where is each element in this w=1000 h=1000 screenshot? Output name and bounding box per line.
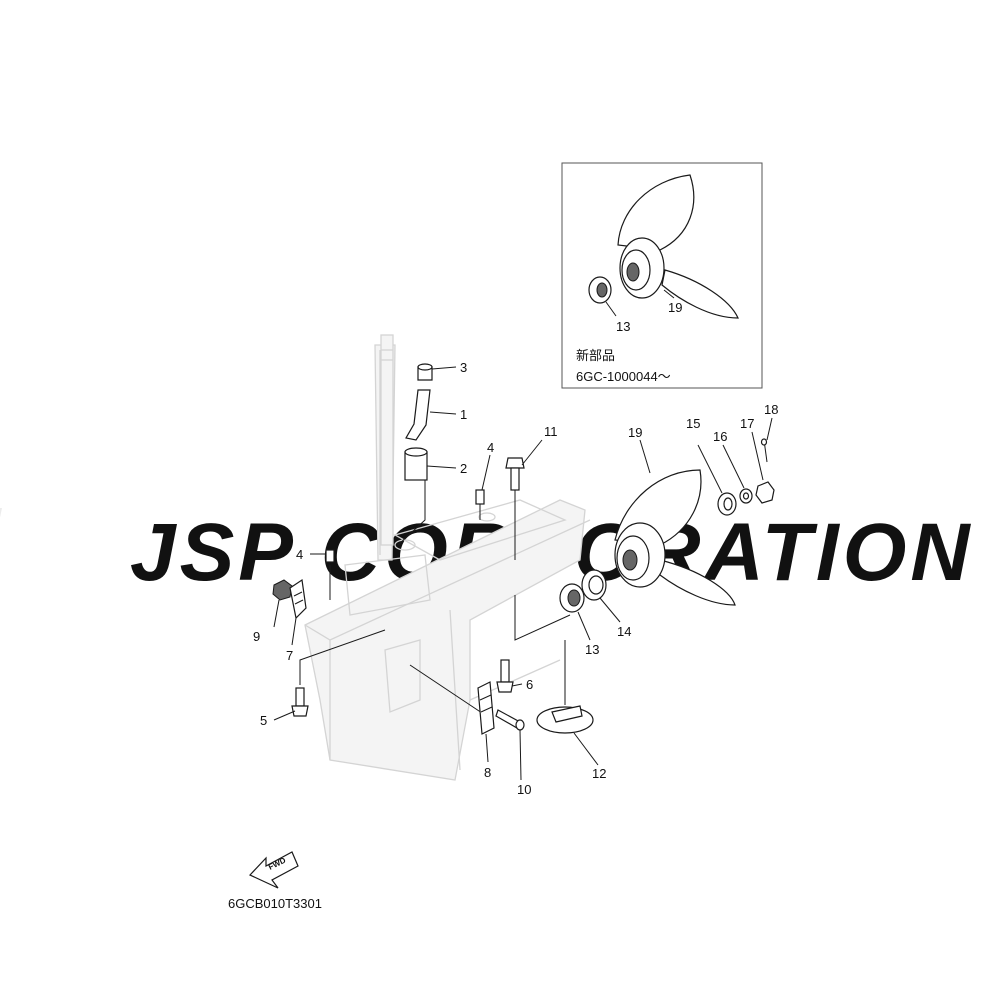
inset-note-line2: 6GC-1000044～ — [576, 369, 671, 384]
callout-18: 18 — [764, 402, 778, 417]
callout-1: 1 — [460, 407, 467, 422]
part-3-grommet — [417, 363, 433, 381]
drive-shaft — [380, 334, 394, 546]
callout-7: 8 — [484, 765, 491, 780]
inset-callout-19: 19 — [668, 300, 682, 315]
callout-3: 3 — [460, 360, 467, 375]
part-9-screw — [495, 709, 525, 731]
part-7-anode — [477, 681, 495, 735]
part-16-washer — [739, 488, 753, 504]
inset-spacer — [588, 276, 612, 304]
part-4-dowel-pin-left — [325, 549, 335, 563]
inset-new-parts: 13 19 新部品 6GC-1000044～ — [561, 162, 763, 389]
callout-9: 10 — [517, 782, 531, 797]
part-1-water-tube — [405, 389, 431, 441]
callout-10: 9 — [253, 629, 260, 644]
inset-callout-13: 13 — [616, 319, 630, 334]
callout-15: 15 — [686, 416, 700, 431]
diagram-code: 6GCB010T3301 — [228, 896, 322, 911]
callout-2: 2 — [460, 461, 467, 476]
callout-4-upper: 4 — [487, 440, 494, 455]
callout-6: 6 — [526, 677, 533, 692]
part-8-anode — [289, 578, 307, 620]
part-5-bolt — [291, 687, 309, 717]
part-10-nut — [272, 579, 293, 601]
fwd-arrow: FWD — [248, 851, 299, 889]
callout-numbers: 3 1 2 4 4 11 9 7 5 6 8 10 12 13 14 19 15… — [253, 360, 778, 797]
callout-13: 13 — [585, 642, 599, 657]
inset-propeller — [617, 174, 739, 319]
inset-note-line1: 新部品 — [576, 348, 615, 363]
callout-12: 11 — [544, 424, 558, 439]
callout-14: 14 — [617, 624, 631, 639]
part-15-spacer — [717, 492, 737, 516]
callout-11: 12 — [592, 766, 606, 781]
callout-4-left: 4 — [296, 547, 303, 562]
callout-19: 19 — [628, 425, 642, 440]
callout-8: 7 — [286, 648, 293, 663]
callout-leaders — [273, 366, 773, 781]
part-18-cotter-pin — [760, 438, 768, 463]
callout-17: 17 — [740, 416, 754, 431]
callout-16: 16 — [713, 429, 727, 444]
callout-5: 5 — [260, 713, 267, 728]
part-6-bolt — [496, 659, 514, 693]
part-14-thrust-washer — [581, 569, 607, 601]
part-19-propeller — [614, 469, 736, 606]
part-13-spacer — [559, 583, 585, 613]
part-4-dowel-pin-upper — [475, 489, 485, 505]
part-2-grommet — [404, 447, 428, 481]
part-17-nut — [755, 481, 775, 504]
part-11-trim-tab — [536, 705, 594, 734]
part-12-bolt — [505, 457, 525, 491]
